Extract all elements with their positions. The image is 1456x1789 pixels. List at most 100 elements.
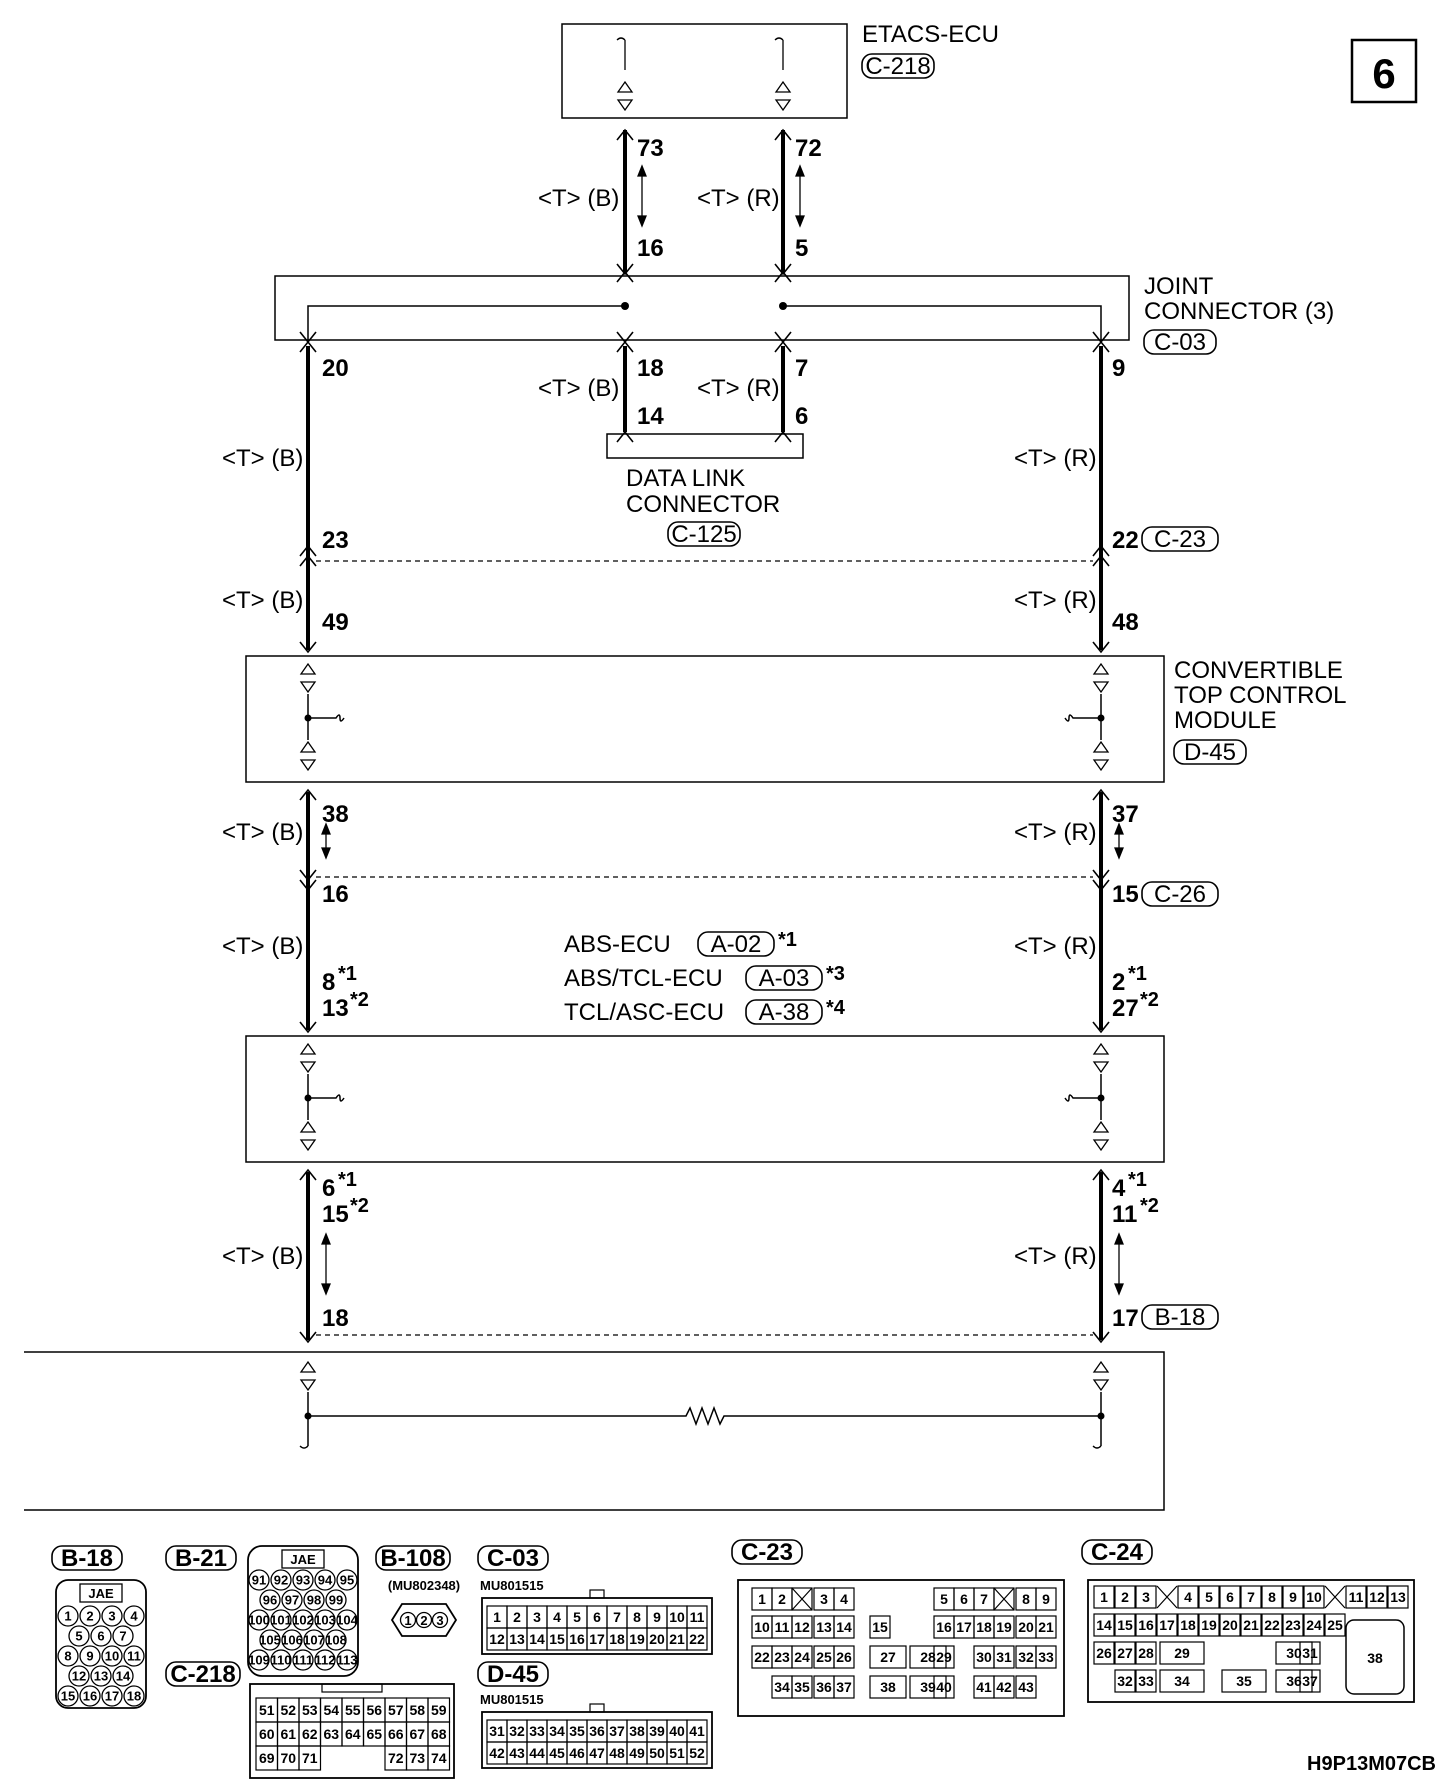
legend-c23-pin: 17: [956, 1619, 972, 1635]
legend-c03-pin: 12: [489, 1631, 505, 1647]
legend-c23-pin: 34: [774, 1679, 790, 1695]
legend-d45-pin: 36: [589, 1723, 605, 1739]
abs-line3-tag: A-38: [759, 999, 810, 1026]
legend-c24-pin: 26: [1096, 1645, 1112, 1661]
legend-c23-pin: 3: [820, 1591, 828, 1607]
legend-c23-cell: [791, 1587, 813, 1611]
pin-18-b18: 18: [322, 1305, 349, 1332]
legend-b21-cell: [292, 1649, 314, 1671]
legend-c24-body: [1087, 1579, 1415, 1703]
legend-b21-pin: 109: [248, 1653, 270, 1668]
legend-b21-cell: [336, 1569, 358, 1591]
legend-c218-pin: 60: [259, 1726, 275, 1742]
legend-c218-pin: 53: [302, 1702, 318, 1718]
legend-c218-cell: [427, 1745, 451, 1771]
pin-4: 4: [1112, 1175, 1126, 1202]
legend-c218-pin: 58: [409, 1702, 425, 1718]
legend-d45-pin: 52: [689, 1745, 705, 1761]
legend-c24-cell: [1093, 1613, 1115, 1637]
legend-b18-cell: [79, 1605, 101, 1627]
note-ref: *2: [1140, 1195, 1159, 1217]
legend-c23-cell: [791, 1675, 813, 1699]
legend-c24-tag: C-24: [1091, 1539, 1144, 1566]
pin-6-dlc: 6: [795, 403, 808, 430]
legend-c24-cell: [1345, 1585, 1367, 1609]
dlc-name-1: DATA LINK: [626, 465, 745, 492]
legend-b18-pin: 13: [94, 1669, 108, 1684]
pin-11: 11: [1112, 1201, 1137, 1228]
pin-numbers: 73 72 16 5 20 18 7 9 14 6 23 22 49 48 38…: [322, 135, 1159, 1332]
legend-d45-pin: 45: [549, 1745, 565, 1761]
legend-b21-cell: [314, 1569, 336, 1591]
legend-c03-pin: 19: [629, 1631, 645, 1647]
legend-d45-pin: 43: [509, 1745, 525, 1761]
legend-d45-pin: 46: [569, 1745, 585, 1761]
legend-d45-pin: 41: [689, 1723, 705, 1739]
pin-6-abs: 6: [322, 1175, 335, 1202]
legend-b21-pin: 92: [274, 1573, 288, 1588]
note-ref: *1: [338, 963, 357, 985]
legend-c24-cell: [1240, 1613, 1262, 1637]
dlc-name-2: CONNECTOR: [626, 491, 780, 518]
legend-c23-cell: [933, 1675, 955, 1699]
legend-c23-cell: [869, 1615, 891, 1639]
legend-b21-cell: [248, 1569, 270, 1591]
c23-tag: C-23: [1154, 526, 1206, 553]
legend-c24-pin: 8: [1268, 1589, 1276, 1605]
legend-c24-cell: [1093, 1585, 1115, 1609]
legend-c24-pin: 36: [1286, 1673, 1302, 1689]
legend-b18-cell: [90, 1665, 112, 1687]
etacs-ecu-name: ETACS-ECU: [862, 21, 999, 48]
legend-c03-tag-box: [477, 1545, 549, 1571]
legend-c23-pin: 29: [936, 1649, 952, 1665]
wire-label-r-1: <T> (R): [697, 185, 780, 212]
legend-b21-cell: [336, 1649, 358, 1671]
legend-c24-blank: [1324, 1585, 1346, 1609]
legend-b18-maker-box: [79, 1583, 123, 1603]
legend-b21-pin: 97: [285, 1593, 299, 1608]
wire-label-r-7: <T> (R): [1014, 1243, 1097, 1270]
legend-c23-cell: [833, 1645, 855, 1669]
legend-c03-pin: 17: [589, 1631, 605, 1647]
legend-d45-pin: 44: [529, 1745, 545, 1761]
legend-c218-pin: 55: [345, 1702, 361, 1718]
legend-c218-pin: 56: [366, 1702, 382, 1718]
legend-b18-pin: 16: [83, 1689, 97, 1704]
pin-15-abs: 15: [322, 1201, 349, 1228]
legend-c24-cell: [1156, 1613, 1178, 1637]
legend-b21-cell: [314, 1649, 336, 1671]
legend-c24-pin: 31: [1302, 1645, 1318, 1661]
wire-label-b-5: <T> (B): [222, 819, 303, 846]
legend-c218-pin: 64: [345, 1726, 361, 1742]
legend-b108-part: (MU802348): [388, 1578, 460, 1593]
legend-c23-blank: [791, 1587, 813, 1611]
legend-b18-cell: [79, 1685, 101, 1707]
legend-b18-cell: [101, 1685, 123, 1707]
legend-b21-maker: JAE: [290, 1552, 316, 1567]
legend-b18-pin: 7: [119, 1629, 126, 1644]
legend-c23-tag-box: [731, 1539, 803, 1565]
legend-c23-pin: 7: [980, 1591, 988, 1607]
legend-d45-cell: [686, 1741, 708, 1765]
convertible-name-1: CONVERTIBLE: [1174, 657, 1343, 684]
abs-line1-name: ABS-ECU: [564, 931, 671, 958]
legend-c24-big-pin: 38: [1367, 1650, 1383, 1666]
legend-c24-cell: [1299, 1641, 1321, 1665]
dlc-connector-tag: C-125: [671, 521, 736, 548]
legend-c24-pin: 11: [1349, 1589, 1364, 1605]
legend-c23-pin: 32: [1018, 1649, 1034, 1665]
legend-c24-pin: 6: [1226, 1589, 1234, 1605]
legend-c218-pin: 67: [409, 1726, 425, 1742]
joint-connector: JOINT CONNECTOR (3) C-03: [274, 273, 1334, 356]
legend-d45-pin: 34: [549, 1723, 565, 1739]
legend-c218-pin: 62: [302, 1726, 318, 1742]
legend-c218-pin: 66: [388, 1726, 404, 1742]
legend-c24-cell: [1303, 1585, 1325, 1609]
legend-b18-pin: 2: [86, 1609, 93, 1624]
legend-c218-key: [321, 1683, 383, 1693]
legend-b21-cell: [292, 1609, 314, 1631]
legend-b18-maker: JAE: [88, 1586, 114, 1601]
legend-c23-cell: [993, 1615, 1015, 1639]
pin-17: 17: [1112, 1305, 1139, 1332]
legend-c23-pin: 43: [1018, 1679, 1034, 1695]
